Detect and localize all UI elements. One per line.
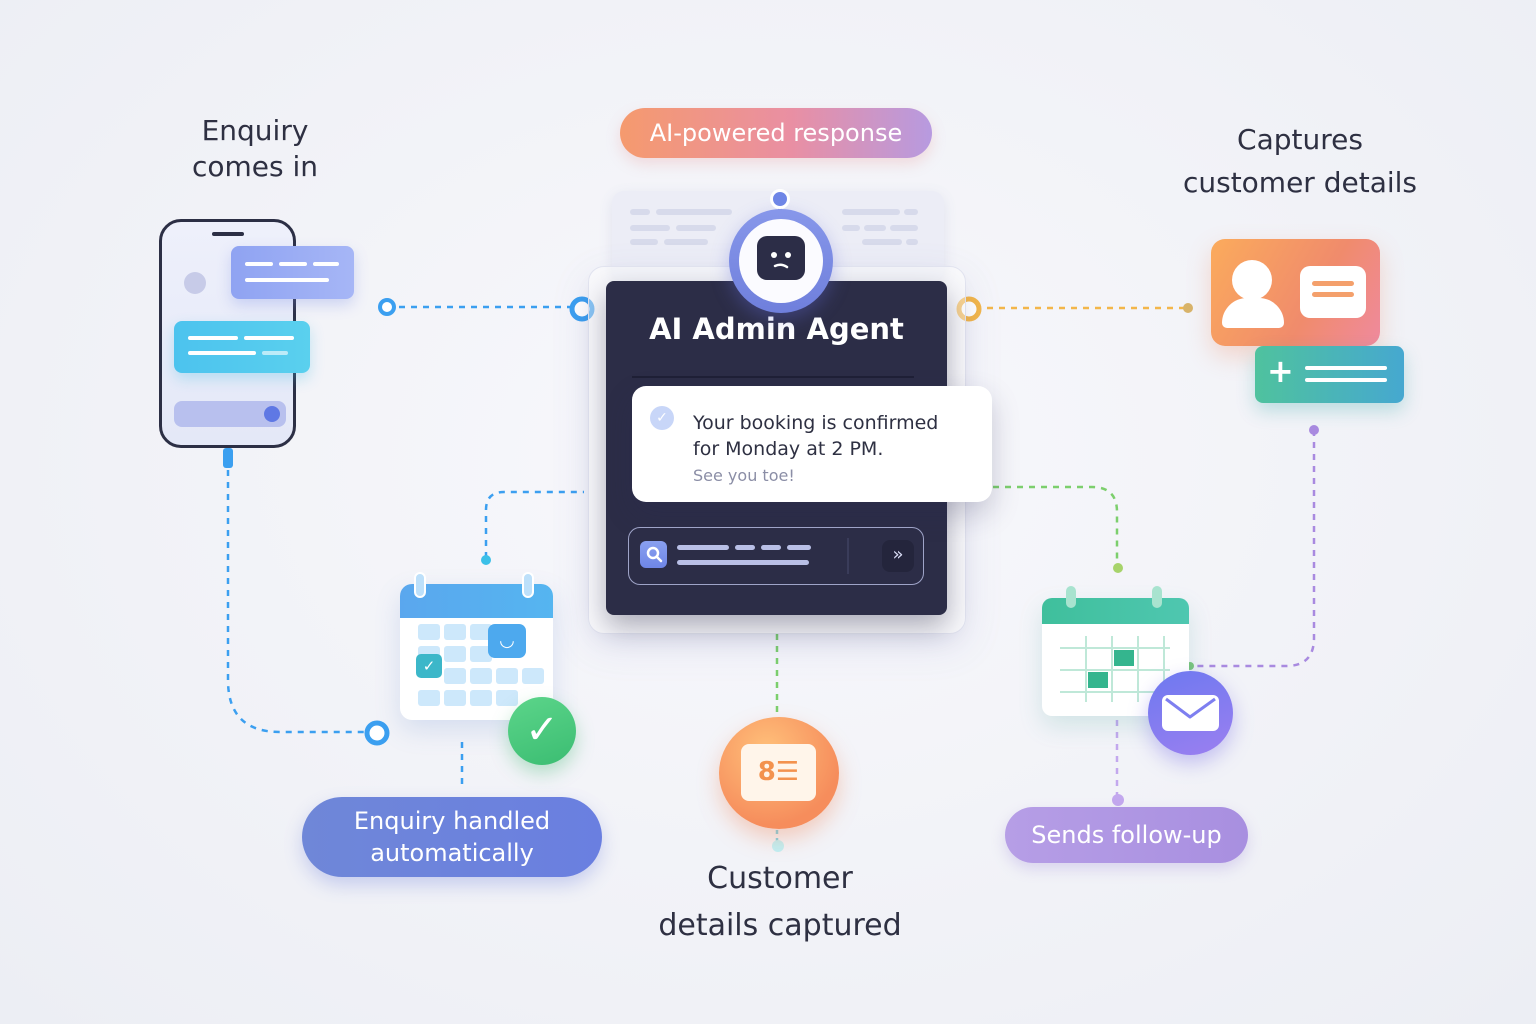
- caption-enquiry-line2: comes in: [191, 150, 319, 184]
- connector-agent-calendar: [993, 485, 1119, 566]
- connector-phone-calendar: [226, 458, 372, 734]
- message-line2: for Monday at 2 PM.: [693, 438, 884, 460]
- caption-enquiry-line1: Enquiry: [201, 114, 309, 147]
- phone-avatar-dot: [184, 272, 206, 294]
- connector-node: [1309, 425, 1319, 435]
- enquiry-handled-line1: Enquiry handled: [353, 807, 551, 835]
- robot-antenna: [770, 189, 790, 209]
- phone-plug: [223, 448, 233, 468]
- enquiry-handled-line2: automatically: [370, 839, 534, 867]
- caption-captures-line2: customer details: [1182, 166, 1418, 200]
- connector-node: [1112, 794, 1124, 806]
- chat-bubble-icon: [174, 321, 310, 373]
- send-arrow-icon[interactable]: »: [882, 540, 914, 572]
- connector-node: [1183, 303, 1193, 313]
- mail-envelope: [1162, 695, 1219, 731]
- calendar-smile-icon: ◡: [488, 624, 526, 658]
- caption-captures: Captures customer details: [1150, 118, 1450, 205]
- chat-bubble-icon: [1300, 266, 1366, 318]
- connector-node: [364, 720, 390, 746]
- calendar-check-icon: ✓: [416, 654, 442, 678]
- connector-node: [378, 298, 396, 316]
- search-glyph: [646, 546, 663, 563]
- phone-input-bar: [174, 401, 286, 427]
- connector-node: [569, 296, 595, 322]
- add-contact-card: +: [1255, 346, 1404, 403]
- agent-title: AI Admin Agent: [649, 312, 904, 346]
- check-icon: ✓: [650, 406, 674, 430]
- caption-customer-line1: Customer: [707, 861, 853, 896]
- message-line3: See you toe!: [693, 466, 795, 485]
- search-icon[interactable]: [640, 541, 667, 568]
- calendar-header: [1042, 586, 1189, 624]
- caption-captures-line1: Captures: [1237, 123, 1363, 156]
- user-icon: [1232, 260, 1272, 300]
- connector-node: [1113, 563, 1123, 573]
- caption-customer-line2: details captured: [658, 907, 902, 943]
- check-badge-icon: ✓: [508, 697, 576, 765]
- ai-response-pill: AI-powered response: [620, 108, 932, 158]
- message-line1: Your booking is confirmed: [693, 412, 939, 434]
- calendar-header: [400, 572, 553, 618]
- caption-customer-details: Customer details captured: [600, 856, 960, 949]
- booking-message: [632, 386, 992, 502]
- agent-input-bar[interactable]: [628, 527, 924, 585]
- calendar-grid: [1060, 636, 1170, 702]
- phone-notch: [212, 232, 244, 236]
- enquiry-handled-pill: Enquiry handled automatically: [302, 797, 602, 877]
- envelope-flap: [1165, 697, 1216, 719]
- connector-calendar-agent: [484, 490, 584, 558]
- connector-node: [956, 296, 982, 322]
- plus-icon: +: [1267, 352, 1294, 390]
- follow-up-pill: Sends follow-up: [1005, 807, 1248, 863]
- connector-node: [772, 840, 784, 852]
- connector-node: [481, 555, 491, 565]
- connector-profile-calendar: [1196, 430, 1316, 668]
- phone-send-dot: [264, 406, 280, 422]
- user-icon-body: [1222, 298, 1284, 328]
- list-icon: 8☰: [741, 744, 816, 801]
- chat-bubble-icon: [231, 246, 354, 299]
- robot-face-features: [771, 252, 791, 269]
- agent-divider: [632, 376, 914, 378]
- caption-enquiry: Enquiry comes in: [150, 113, 360, 186]
- robot-face: [757, 236, 805, 280]
